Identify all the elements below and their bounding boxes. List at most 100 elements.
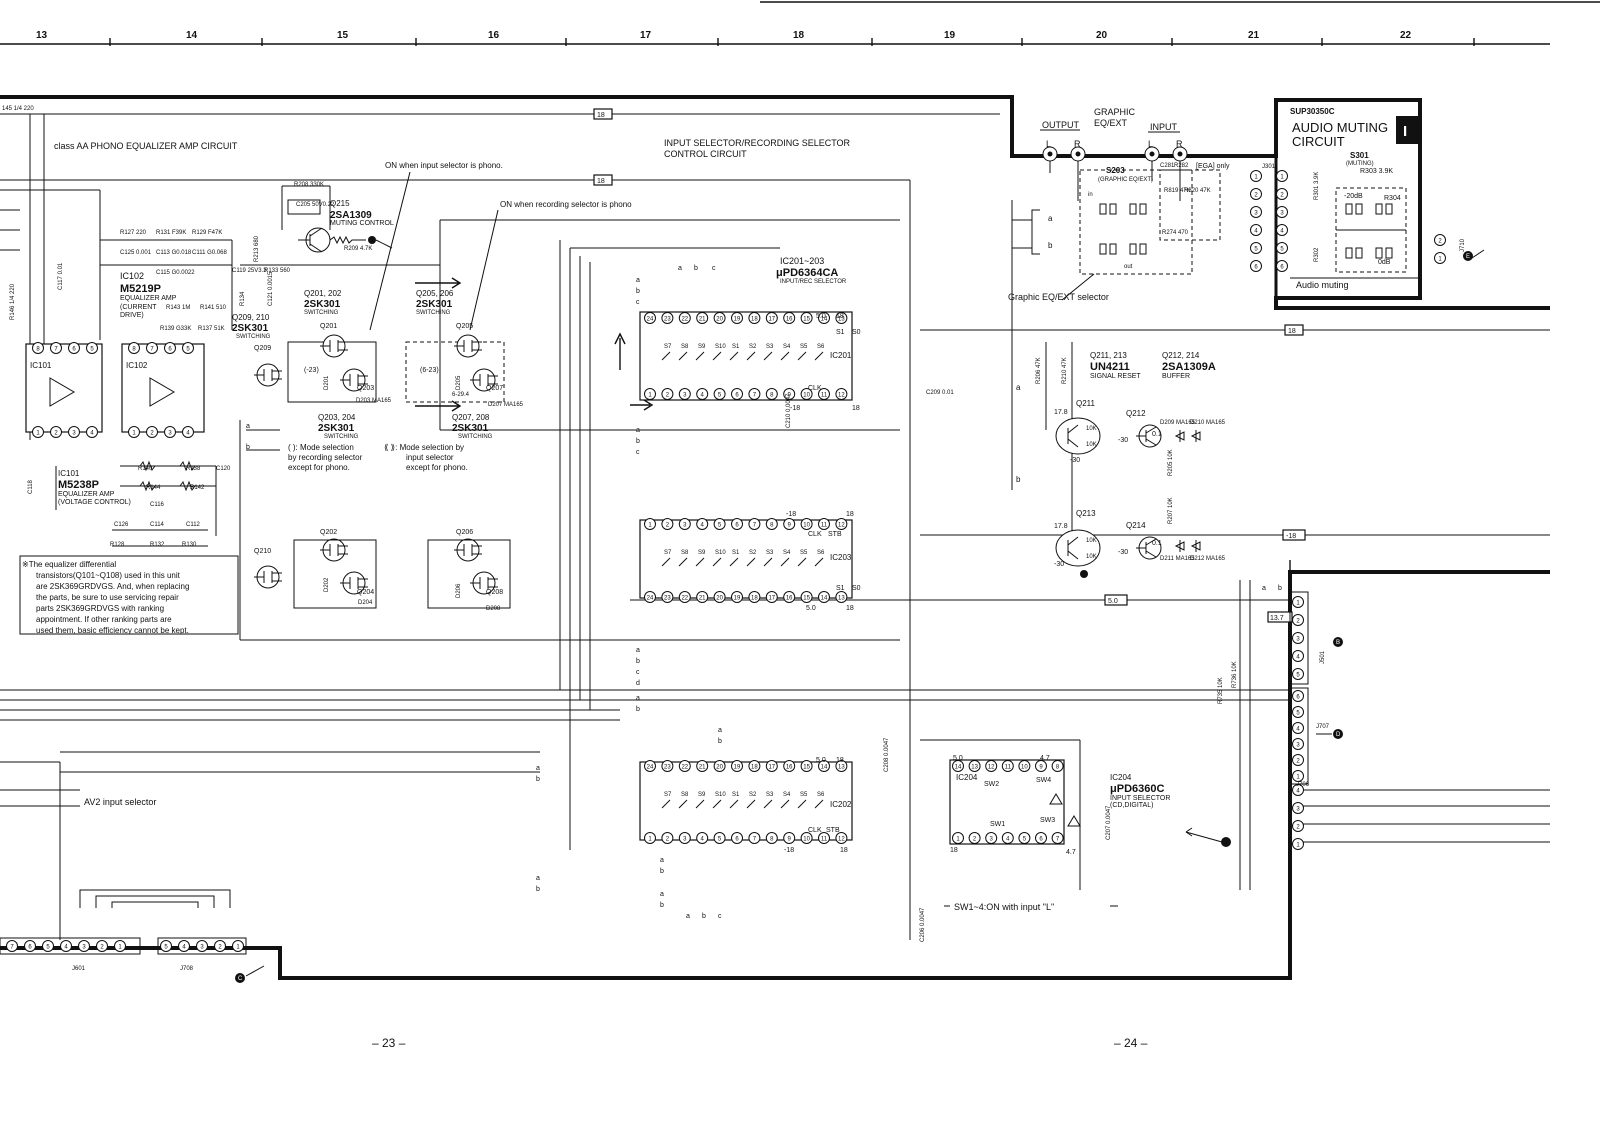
ega-label: [EGA] only bbox=[1196, 163, 1230, 170]
pin-number: 12 bbox=[838, 393, 845, 399]
pin-number: 21 bbox=[699, 317, 706, 323]
pin-number: 11 bbox=[821, 393, 828, 399]
pin-number: 5 bbox=[90, 347, 94, 353]
ic201-top-pin: 17 bbox=[765, 312, 778, 324]
pin-number: 7 bbox=[10, 945, 14, 951]
s301-sub: (MUTING) bbox=[1346, 161, 1374, 167]
bus-letter-a: a bbox=[636, 427, 640, 434]
ic203-switch-contact bbox=[712, 557, 722, 567]
board-border bbox=[0, 95, 1550, 980]
pin-number: 20 bbox=[716, 596, 723, 602]
pin-circle bbox=[1292, 754, 1304, 766]
connector-e-dot bbox=[1463, 251, 1473, 261]
pin-circle bbox=[32, 342, 44, 354]
output-label: OUTPUT bbox=[1042, 120, 1080, 130]
fet-label-q202: Q202 bbox=[320, 529, 337, 536]
fet-label-q210: Q210 bbox=[254, 548, 271, 555]
q214-vb: -30 bbox=[1118, 549, 1128, 556]
pin-circle bbox=[644, 388, 656, 400]
q206-fet bbox=[454, 538, 482, 562]
d202-label: D202 bbox=[324, 577, 330, 592]
pin-number: 6 bbox=[28, 945, 32, 951]
pin-number: 2 bbox=[100, 945, 104, 951]
ic202-switch-contact bbox=[780, 799, 790, 809]
ic101-label: IC101 bbox=[30, 361, 52, 370]
pin-circle bbox=[1276, 242, 1288, 254]
pin-number: 3 bbox=[683, 393, 687, 399]
pin-circle bbox=[968, 760, 981, 772]
ic201-bottom-pin: 9 bbox=[783, 388, 796, 400]
pin-circle bbox=[800, 388, 813, 400]
pin-circle bbox=[1292, 820, 1304, 832]
ic203-top-pin: 10 bbox=[800, 518, 813, 530]
ic101-bottom-pin: 1 bbox=[32, 426, 44, 438]
q215-label: Q215 bbox=[330, 199, 350, 208]
j501-pin: 3 bbox=[1292, 632, 1304, 644]
j301-left-pin: 4 bbox=[1250, 224, 1262, 236]
pin-circle bbox=[765, 388, 778, 400]
s203-contact bbox=[1139, 203, 1147, 215]
pin-number: 1 bbox=[36, 431, 40, 437]
pin-number: 5 bbox=[1296, 673, 1300, 679]
ic202-switch-s10: S10 bbox=[715, 792, 726, 798]
ic201-switch-contact bbox=[746, 351, 756, 361]
r302-label: R302 bbox=[1314, 247, 1320, 262]
j301-left-pin: 5 bbox=[1250, 242, 1262, 254]
pin-number: 2 bbox=[54, 431, 58, 437]
r146-label: R146 1/4 220 bbox=[10, 283, 16, 320]
d208-label: D208 bbox=[486, 606, 501, 612]
pin-circle bbox=[748, 388, 761, 400]
bus-letter-a: a bbox=[660, 857, 664, 864]
ic101-block-line-1: IC101 bbox=[58, 469, 80, 478]
grid-col-16: 16 bbox=[488, 30, 500, 41]
pin-circle bbox=[178, 940, 190, 952]
pin-circle bbox=[1276, 224, 1288, 236]
d205-label: D205 bbox=[456, 375, 462, 390]
ic204-role-1: INPUT SELECTOR bbox=[1110, 795, 1170, 802]
r274-label: R274 470 bbox=[1162, 230, 1189, 236]
db20-label: -20dB bbox=[1344, 193, 1363, 200]
pin-circle bbox=[1250, 260, 1262, 272]
pin-number: 14 bbox=[955, 765, 962, 771]
ic204-label-inner: IC204 bbox=[956, 773, 978, 782]
un4211-symbol bbox=[1067, 424, 1079, 448]
c281-label: C281 bbox=[1160, 163, 1175, 169]
ic201-switch-s4: S4 bbox=[783, 344, 791, 350]
q214-label: Q214 bbox=[1126, 521, 1146, 530]
mode-rec-line-2: by recording selector bbox=[288, 453, 363, 462]
pin-circle bbox=[1292, 596, 1304, 608]
pin-number: 1 bbox=[648, 523, 652, 529]
pin-circle bbox=[678, 518, 691, 530]
ic101-top-pin: 5 bbox=[86, 342, 98, 354]
d210-label: D210 MA165 bbox=[1190, 420, 1226, 426]
pin-circle bbox=[1250, 206, 1262, 218]
s203-contact bbox=[1129, 243, 1137, 255]
ic202-switch-contact bbox=[746, 799, 756, 809]
pin-number: 11 bbox=[821, 837, 828, 843]
pin-circle bbox=[748, 312, 761, 324]
r127-label: R127 220 bbox=[120, 230, 147, 236]
ic101-top-pin: 7 bbox=[50, 342, 62, 354]
q203-204-line-3: SWITCHING bbox=[324, 434, 359, 440]
c119-label: C119 25V3.3 bbox=[232, 268, 267, 274]
fet-label-q204: Q204 bbox=[357, 589, 374, 596]
phono-note-line-7: used them, basic efficiency cannot be ke… bbox=[36, 626, 189, 635]
ic202-switch-s5: S5 bbox=[800, 792, 808, 798]
ic202-top-pin: 23 bbox=[661, 760, 674, 772]
c125-label: C125 0.001 bbox=[120, 250, 152, 256]
pin-number: 13 bbox=[971, 765, 978, 771]
pin-number: 2 bbox=[666, 393, 670, 399]
pin-circle bbox=[748, 518, 761, 530]
pin-circle bbox=[644, 832, 656, 844]
pin-circle bbox=[765, 760, 778, 772]
ic201-v5: 5.0 bbox=[816, 313, 826, 320]
bus-letter-a: a bbox=[718, 727, 722, 734]
a-label-right: a bbox=[1262, 585, 1266, 592]
ic203-stb: STB bbox=[828, 531, 842, 538]
pin-number: 23 bbox=[664, 317, 671, 323]
j301-right-pin: 6 bbox=[1276, 260, 1288, 272]
b-label-left-1: b bbox=[246, 444, 250, 451]
fet-box bbox=[293, 539, 377, 609]
bus-letter-b: b bbox=[636, 438, 640, 445]
pin-circle bbox=[985, 760, 998, 772]
